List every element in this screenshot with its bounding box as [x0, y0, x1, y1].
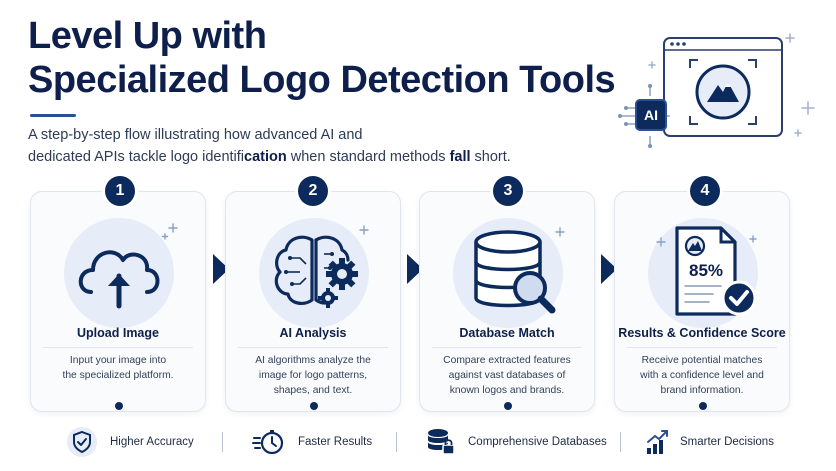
step-description: AI algorithms analyze the image for logo…: [236, 353, 390, 398]
ai-chip-label: AI: [644, 107, 658, 123]
step-description: Receive potential matches with a confide…: [625, 353, 779, 398]
subtitle-bold-a: cation: [244, 149, 287, 165]
feature-separator: [396, 432, 397, 452]
feature-separator: [222, 432, 223, 452]
result-document-icon: 85%: [656, 226, 757, 316]
growth-chart-icon: [647, 430, 668, 454]
feature-faster-results: Faster Results: [252, 420, 372, 464]
subtitle-text-a: dedicated APIs tackle logo identifi: [28, 149, 245, 165]
subtitle-bold-b: fall: [449, 149, 471, 165]
shield-check-icon: [67, 427, 97, 457]
subtitle-text-b: when standard methods: [286, 149, 450, 165]
step-1-badge: 1: [105, 176, 135, 206]
step-2-badge: 2: [298, 176, 328, 206]
card-divider: [238, 347, 388, 348]
desc-line: image for logo patterns,: [258, 370, 368, 381]
step-title: Database Match: [459, 326, 555, 340]
subtitle: A step-by-step flow illustrating how adv…: [28, 124, 588, 168]
feature-higher-accuracy: Higher Accuracy: [66, 420, 194, 464]
step-card-database: Database Match Compare extracted feature…: [419, 191, 595, 412]
title-line-1: Level Up with: [28, 15, 267, 57]
card-dot: [310, 402, 318, 410]
feature-separator: [620, 432, 621, 452]
cloud-upload-icon: [78, 223, 178, 309]
step-4-badge: 4: [690, 176, 720, 206]
desc-line: shapes, and text.: [273, 385, 353, 396]
card-dot: [699, 402, 707, 410]
desc-line: Receive potential matches: [641, 355, 763, 366]
desc-line: with a confidence level and: [640, 370, 764, 381]
desc-line: known logos and brands.: [449, 385, 565, 396]
desc-line: the specialized platform.: [62, 370, 174, 381]
desc-line: brand information.: [660, 385, 744, 396]
step-3-badge: 3: [493, 176, 523, 206]
subtitle-line-2: dedicated APIs tackle logo identificatio…: [28, 146, 588, 168]
step-card-upload: Upload Image Input your image into the s…: [30, 191, 206, 412]
page-title: Level Up with Specialized Logo Detection…: [28, 14, 628, 102]
feature-smarter-decisions: Smarter Decisions: [646, 420, 774, 464]
card-divider: [627, 347, 777, 348]
desc-line: against vast databases of: [448, 370, 566, 381]
feature-label: Higher Accuracy: [110, 436, 194, 448]
card-divider: [432, 347, 582, 348]
step-title: AI Analysis: [279, 326, 347, 340]
feature-label: Smarter Decisions: [680, 436, 774, 448]
brain-gears-icon: [274, 225, 369, 308]
feature-row: Higher Accuracy Faster Results Comprehen…: [0, 420, 836, 464]
step-description: Compare extracted features against vast …: [430, 353, 584, 398]
desc-line: AI algorithms analyze the: [255, 355, 371, 366]
flow-arrow: [601, 254, 617, 284]
card-divider: [43, 347, 193, 348]
subtitle-line-1: A step-by-step flow illustrating how adv…: [28, 127, 363, 143]
step-title: Results & Confidence Score: [618, 326, 786, 340]
feature-comprehensive-databases: Comprehensive Databases: [426, 420, 607, 464]
desc-line: Compare extracted features: [443, 355, 571, 366]
step-card-results: 85% Results & Confidence Score Receive p…: [614, 191, 790, 412]
card-dot: [115, 402, 123, 410]
browser-logo-icon: AI: [618, 33, 815, 148]
desc-line: Input your image into: [69, 355, 167, 366]
speed-clock-icon: [252, 430, 284, 455]
hero-illustration: AI: [612, 30, 822, 160]
database-lock-icon: [428, 429, 455, 455]
subtitle-text-c: short.: [470, 149, 511, 165]
card-dot: [504, 402, 512, 410]
confidence-score: 85%: [689, 261, 723, 280]
step-card-analysis: AI Analysis AI algorithms analyze the im…: [225, 191, 401, 412]
database-search-icon: [474, 227, 565, 314]
title-underline: [30, 114, 76, 117]
step-title: Upload Image: [77, 326, 159, 340]
title-line-2: Specialized Logo Detection Tools: [28, 59, 616, 101]
feature-label: Comprehensive Databases: [468, 436, 607, 448]
feature-label: Faster Results: [298, 436, 373, 448]
step-description: Input your image into the specialized pl…: [41, 353, 195, 383]
